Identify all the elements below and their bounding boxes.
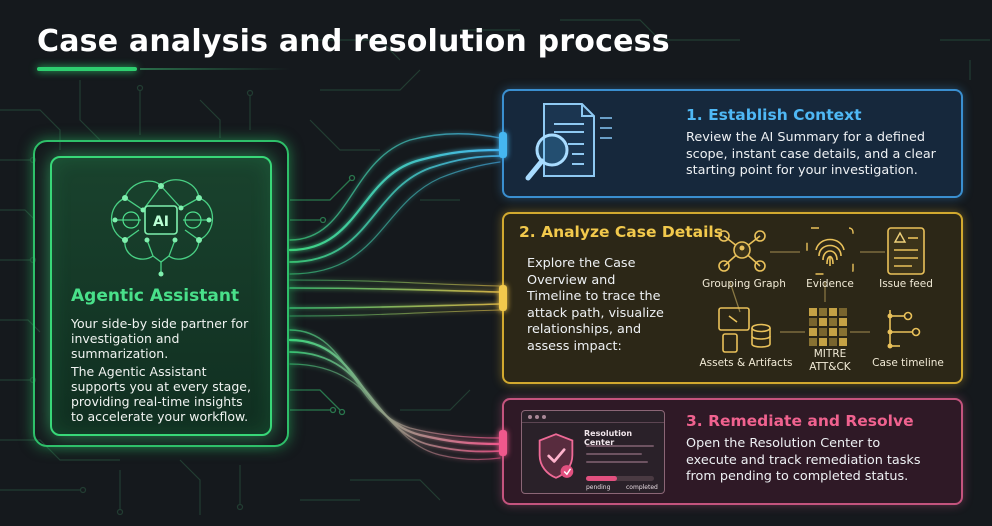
- agentic-assistant-panel: [50, 156, 272, 436]
- step-1-line: scope, instant case details, and a clear: [686, 146, 936, 162]
- step-3-line: Open the Resolution Center to: [686, 436, 881, 451]
- window-dot: [528, 415, 532, 419]
- title-underline: [37, 67, 137, 71]
- case-timeline-icon: [887, 310, 921, 349]
- mitre-grid-icon: [809, 308, 847, 346]
- assistant-description-line: Your side-by side partner for: [71, 316, 249, 331]
- step-2-line: Overview and: [527, 272, 616, 288]
- assistant-description: Your side-by side partner for investigat…: [71, 316, 263, 361]
- grouping-graph-icon: [718, 230, 766, 272]
- remediation-progress-bar: [586, 476, 654, 481]
- fingerprint-icon: [806, 227, 854, 275]
- step-2-line: attack path, visualize: [527, 305, 664, 321]
- assets-artifacts-icon: [718, 307, 771, 353]
- feature-case-timeline-label: Case timeline: [872, 357, 944, 369]
- connector-port-context: [499, 132, 507, 158]
- completed-label: completed: [626, 484, 658, 491]
- shield-check-icon: [538, 433, 574, 479]
- assistant-heading: Agentic Assistant: [71, 286, 240, 306]
- step-3-line: from pending to completed status.: [686, 469, 909, 484]
- step-3-description: Open the Resolution Center to execute an…: [686, 436, 958, 486]
- mockup-text-line: [586, 445, 654, 447]
- step-3-line: execute and track remediation tasks: [686, 452, 921, 468]
- assistant-details-line: providing real-time insights: [71, 394, 243, 409]
- assistant-details-line: The Agentic Assistant: [71, 364, 207, 379]
- assistant-details-line: supports you at every stage,: [71, 379, 251, 394]
- assistant-details-line: to accelerate your workflow.: [71, 409, 249, 424]
- feature-issue-feed-label: Issue feed: [879, 278, 933, 290]
- feature-assets-artifacts-label: Assets & Artifacts: [699, 357, 793, 369]
- mitre-label-line: ATT&CK: [809, 361, 851, 373]
- assistant-details: The Agentic Assistant supports you at ev…: [71, 364, 263, 424]
- step-1-line: starting point for your investigation.: [686, 163, 918, 178]
- remediation-progress-fill: [586, 476, 617, 481]
- feature-connectors: [729, 251, 885, 333]
- window-dot: [535, 415, 539, 419]
- pending-label: pending: [586, 484, 611, 491]
- mockup-titlebar: [522, 411, 664, 423]
- mockup-text-line: [586, 453, 642, 455]
- step-1-line: Review the AI Summary for a defined: [686, 130, 926, 145]
- connector-port-resolve: [499, 430, 507, 456]
- resolution-center-mockup: Resolution Center pending completed: [521, 410, 665, 494]
- mitre-label-line: MITRE: [813, 348, 847, 360]
- feature-evidence-label: Evidence: [806, 278, 854, 290]
- assistant-description-line: investigation and: [71, 331, 180, 346]
- document-magnifier-icon: [525, 103, 612, 181]
- feature-grouping-graph-label: Grouping Graph: [702, 278, 786, 290]
- step-2-line: Timeline to trace the: [527, 289, 661, 304]
- assistant-description-line: summarization.: [71, 346, 169, 361]
- step-2-line: assess impact:: [527, 338, 622, 354]
- issue-feed-icon: [887, 227, 925, 275]
- step-1-description: Review the AI Summary for a defined scop…: [686, 130, 956, 180]
- step-2-line: Explore the Case: [527, 256, 636, 271]
- step-analyze-details-card: [502, 212, 963, 384]
- step-3-heading: 3. Remediate and Resolve: [686, 412, 914, 430]
- page-title: Case analysis and resolution process: [37, 24, 670, 59]
- connector-port-analyze: [499, 285, 507, 311]
- step-2-description: Explore the Case Overview and Timeline t…: [527, 256, 677, 355]
- step-2-heading: 2. Analyze Case Details: [519, 223, 723, 241]
- assistant-frame: [33, 140, 289, 447]
- step-2-line: relationships, and: [527, 322, 642, 337]
- title-underline-trail: [140, 68, 290, 70]
- ai-brain-icon: AI: [111, 179, 213, 277]
- feature-mitre-attack-label: MITRE ATT&CK: [790, 348, 870, 374]
- resolution-center-title: Resolution Center: [584, 429, 633, 447]
- step-1-heading: 1. Establish Context: [686, 106, 862, 124]
- mockup-text-line: [586, 461, 648, 463]
- ai-chip-label: AI: [153, 214, 169, 230]
- window-dot: [542, 415, 546, 419]
